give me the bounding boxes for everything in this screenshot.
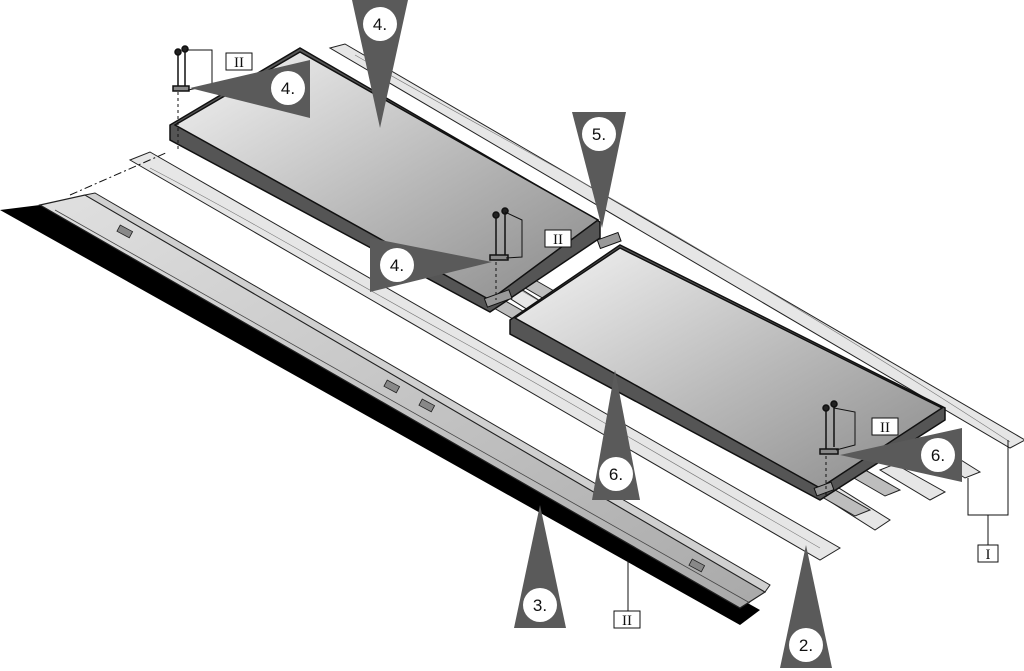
step-label: 3.: [533, 596, 547, 615]
step-label: 5.: [592, 125, 606, 144]
tag-label: II: [234, 55, 244, 71]
callout-step-4-mid: 4.: [370, 238, 492, 292]
screws-mid: [489, 207, 509, 300]
screws-right: [819, 400, 839, 495]
tag-rails: I: [977, 544, 999, 563]
roof-underlay: [0, 205, 760, 625]
collector-panel-upper: [169, 47, 601, 313]
step-label: 4.: [373, 15, 387, 34]
step-label: 4.: [281, 79, 295, 98]
alignment-line: [69, 151, 169, 196]
collector-panel-lower: [509, 244, 946, 501]
tag-label: II: [880, 420, 890, 436]
callout-step-4-top: 4.: [352, 0, 408, 128]
callout-step-6-bottom: 6.: [592, 370, 640, 500]
tag-screws-mid: II: [544, 229, 572, 248]
step-label: 4.: [390, 256, 404, 275]
step-label: 2.: [799, 636, 813, 655]
callout-step-5: 5.: [572, 112, 626, 228]
tag-label: II: [553, 232, 563, 248]
tag-screws-right: II: [871, 417, 899, 436]
step-label: 6.: [609, 465, 623, 484]
panel-connectors: [483, 231, 835, 497]
tag-flashing: II: [613, 610, 641, 629]
tag-screws-left: II: [225, 52, 253, 71]
callout-step-2: 2.: [780, 545, 832, 668]
batten-lower: [128, 151, 841, 561]
batten-upper: [328, 43, 1024, 449]
callout-step-4-left: 4.: [190, 60, 310, 118]
screws-left: [172, 45, 190, 92]
callout-step-3: 3.: [514, 505, 566, 628]
callout-step-6-right: 6.: [840, 428, 962, 482]
tag-label: I: [986, 547, 991, 563]
tag-label: II: [622, 613, 632, 629]
step-label: 6.: [931, 446, 945, 465]
